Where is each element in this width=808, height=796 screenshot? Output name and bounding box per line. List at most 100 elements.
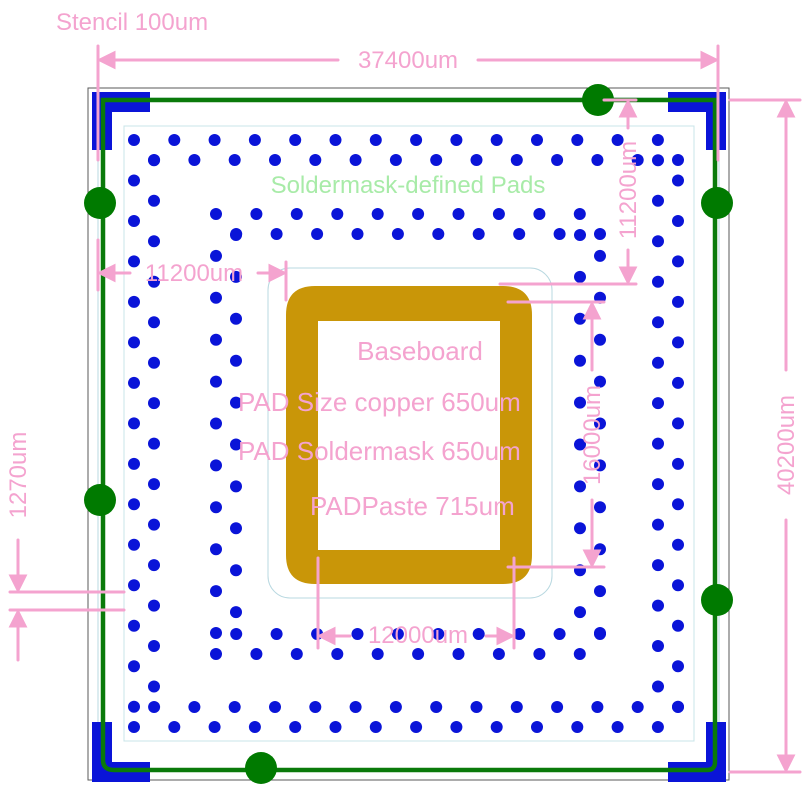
solder-pad-inner-left bbox=[210, 627, 222, 639]
solder-pads bbox=[128, 134, 684, 733]
solder-pad-outer-bottom bbox=[510, 701, 523, 713]
solder-pad-inner-bottom bbox=[513, 628, 526, 640]
solder-pad-inner-top bbox=[210, 208, 222, 220]
solder-pad-inner-left bbox=[230, 270, 242, 283]
solder-pad-inner-right bbox=[574, 438, 586, 451]
solder-pad-outer-top bbox=[672, 154, 684, 166]
mount-dot-left-lower bbox=[84, 484, 116, 516]
solder-pad-inner-right bbox=[574, 606, 586, 619]
solder-pad-inner-left bbox=[210, 459, 222, 472]
solder-pad-outer-right bbox=[672, 295, 684, 308]
solder-pad-outer-left bbox=[148, 316, 160, 329]
solder-pad-outer-right bbox=[672, 498, 684, 511]
solder-pad-outer-top bbox=[168, 134, 181, 146]
solder-pad-inner-top bbox=[351, 228, 364, 240]
solder-pad-outer-bottom bbox=[188, 701, 201, 713]
mount-dot-bottom bbox=[245, 752, 277, 784]
solder-pad-outer-left bbox=[148, 397, 160, 410]
solder-pad-inner-top bbox=[594, 228, 606, 240]
solder-pad-outer-left bbox=[148, 478, 160, 491]
solder-pad-inner-bottom bbox=[270, 628, 283, 640]
solder-pad-outer-bottom bbox=[269, 701, 281, 713]
solder-pad-inner-right bbox=[594, 417, 606, 430]
stencil-label: Stencil 100um bbox=[56, 9, 208, 36]
solder-pad-outer-right bbox=[672, 700, 684, 713]
solder-pad-inner-bottom bbox=[553, 628, 566, 640]
solder-pad-outer-top bbox=[490, 134, 503, 146]
solder-pad-inner-top bbox=[432, 228, 445, 240]
solder-pad-outer-right bbox=[652, 194, 664, 207]
solder-pad-outer-top bbox=[410, 134, 423, 146]
solder-pad-inner-left bbox=[210, 291, 222, 304]
solder-pad-outer-top bbox=[188, 154, 201, 166]
solder-pad-inner-bottom bbox=[452, 648, 465, 660]
solder-pad-outer-right bbox=[652, 599, 664, 612]
solder-pad-inner-bottom bbox=[331, 648, 344, 660]
solder-pad-inner-right bbox=[574, 270, 586, 283]
solder-pad-outer-right bbox=[672, 215, 684, 227]
height-right-label: 40200um bbox=[773, 395, 800, 495]
solder-pad-inner-bottom bbox=[492, 648, 505, 660]
solder-pad-inner-bottom bbox=[432, 628, 445, 640]
solder-pad-outer-right bbox=[652, 640, 664, 652]
solder-pad-outer-left bbox=[148, 640, 160, 652]
solder-pad-outer-right bbox=[652, 478, 664, 491]
solder-pad-outer-bottom bbox=[208, 721, 221, 733]
solder-pad-outer-left bbox=[148, 194, 160, 207]
solder-pad-inner-right bbox=[594, 459, 606, 472]
solder-pad-inner-right bbox=[594, 585, 606, 598]
solder-pad-outer-right bbox=[652, 397, 664, 410]
solder-pad-outer-top bbox=[369, 134, 382, 146]
solder-pad-outer-top bbox=[551, 154, 564, 166]
solder-pad-outer-right bbox=[652, 518, 664, 531]
solder-pad-outer-right bbox=[672, 336, 684, 349]
solder-pad-outer-left bbox=[148, 599, 160, 612]
solder-pad-inner-left bbox=[210, 501, 222, 514]
solder-pad-outer-bottom bbox=[289, 721, 302, 733]
solder-pad-outer-bottom bbox=[591, 701, 604, 713]
solder-pad-outer-left bbox=[128, 376, 140, 389]
solder-pad-outer-left bbox=[148, 559, 160, 572]
solder-pad-outer-top bbox=[349, 154, 362, 166]
solder-pad-inner-top bbox=[452, 208, 465, 220]
solder-pad-outer-right bbox=[672, 417, 684, 430]
solder-pad-outer-right bbox=[672, 457, 684, 470]
solder-pad-inner-bottom bbox=[533, 648, 546, 660]
solder-pad-outer-bottom bbox=[611, 721, 624, 733]
solder-pad-outer-top bbox=[228, 154, 241, 166]
solder-pad-inner-top bbox=[270, 228, 283, 240]
solder-pad-inner-right bbox=[594, 375, 606, 388]
solder-pad-inner-bottom bbox=[472, 628, 485, 640]
inner-height-label: 16000um bbox=[579, 385, 606, 485]
solder-pad-outer-bottom bbox=[410, 721, 423, 733]
corner-pad-bottom-right bbox=[668, 722, 726, 782]
solder-pad-inner-bottom bbox=[412, 648, 425, 660]
solder-pad-inner-bottom bbox=[230, 628, 243, 640]
solder-pad-inner-right bbox=[574, 229, 586, 241]
solder-pad-inner-right bbox=[574, 396, 586, 409]
baseboard-label: Baseboard bbox=[357, 336, 483, 366]
solder-pad-inner-left bbox=[210, 375, 222, 388]
solder-pad-outer-top bbox=[591, 154, 604, 166]
solder-pad-inner-right bbox=[574, 312, 586, 325]
pitch-label: 1270um bbox=[5, 432, 32, 519]
corner-pad-bottom-left bbox=[92, 722, 150, 782]
solder-pad-outer-bottom bbox=[309, 701, 322, 713]
solder-pad-outer-left bbox=[148, 154, 160, 167]
solder-pad-inner-top bbox=[331, 208, 344, 220]
solder-pad-outer-bottom bbox=[248, 721, 261, 733]
solder-pad-outer-right bbox=[652, 275, 664, 288]
solder-pad-outer-left bbox=[128, 498, 140, 511]
solder-pad-inner-bottom bbox=[250, 648, 263, 660]
solder-pad-outer-top bbox=[248, 134, 261, 146]
solder-pad-outer-bottom bbox=[490, 721, 503, 733]
solder-pad-outer-top bbox=[651, 134, 664, 146]
corner-pad-top-left bbox=[92, 92, 150, 150]
solder-pad-outer-left bbox=[128, 660, 140, 673]
solder-pad-inner-top bbox=[553, 228, 566, 240]
solder-pad-inner-top bbox=[513, 228, 526, 240]
solder-pad-outer-right bbox=[672, 619, 684, 632]
inner-keepout-outline bbox=[267, 267, 553, 599]
solder-pad-inner-left bbox=[230, 606, 242, 619]
solder-pad-outer-top bbox=[289, 134, 302, 146]
